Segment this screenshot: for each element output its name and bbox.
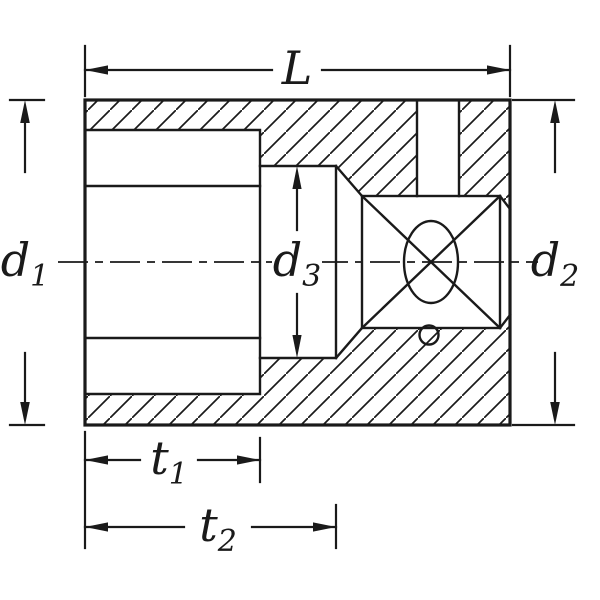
dim-d2-witness-lines: [511, 98, 576, 427]
dim-d3-arrow-down: [292, 335, 302, 358]
dim-d3-arrow-up: [292, 166, 302, 189]
dim-d3-label-backplate: [272, 240, 322, 284]
pin-cross-hole: [417, 100, 459, 196]
dim-t2-label: t2: [199, 498, 237, 559]
dim-d1-label: d1: [1, 233, 50, 294]
dimension-d1: d1: [1, 98, 50, 427]
dim-t1-label: t1: [150, 431, 188, 492]
drive-flare-cavity: [500, 196, 510, 328]
hex-bore-outline: [83, 128, 262, 396]
dim-d2-arrow-down: [550, 402, 560, 425]
dim-d1-arrow-up: [20, 100, 30, 123]
dim-L-label: L: [281, 41, 313, 95]
dim-t2-arrow-left: [85, 522, 108, 532]
drive-hole-ellipse: [402, 219, 460, 305]
dim-L-arrow-right: [487, 65, 510, 75]
dim-d3-label: d3: [273, 233, 322, 294]
dim-t2-arrow-right: [313, 522, 336, 532]
drive-flare-lines: [498, 194, 512, 330]
cone-transition-lines: [334, 164, 364, 360]
dimension-d2: d2: [511, 98, 580, 427]
dim-t1-arrow-left: [85, 455, 108, 465]
dim-t1-arrow-right: [237, 455, 260, 465]
dim-L-arrow-left: [85, 65, 108, 75]
dimension-d3: d3: [272, 166, 322, 358]
dim-d1-arrow-down: [20, 402, 30, 425]
dimension-t1: t1: [83, 430, 262, 550]
hex-flat-lines: [83, 184, 262, 340]
cone-transition-cavity: [336, 166, 362, 358]
pin-hole-outline: [415, 98, 461, 198]
dimension-t2: t2: [83, 498, 338, 559]
dim-d1-witness-lines: [8, 98, 46, 427]
dimension-L: L: [83, 41, 512, 98]
dim-d2-label: d2: [531, 233, 580, 294]
detent-ball: [418, 324, 440, 346]
dim-d2-arrow-up: [550, 100, 560, 123]
